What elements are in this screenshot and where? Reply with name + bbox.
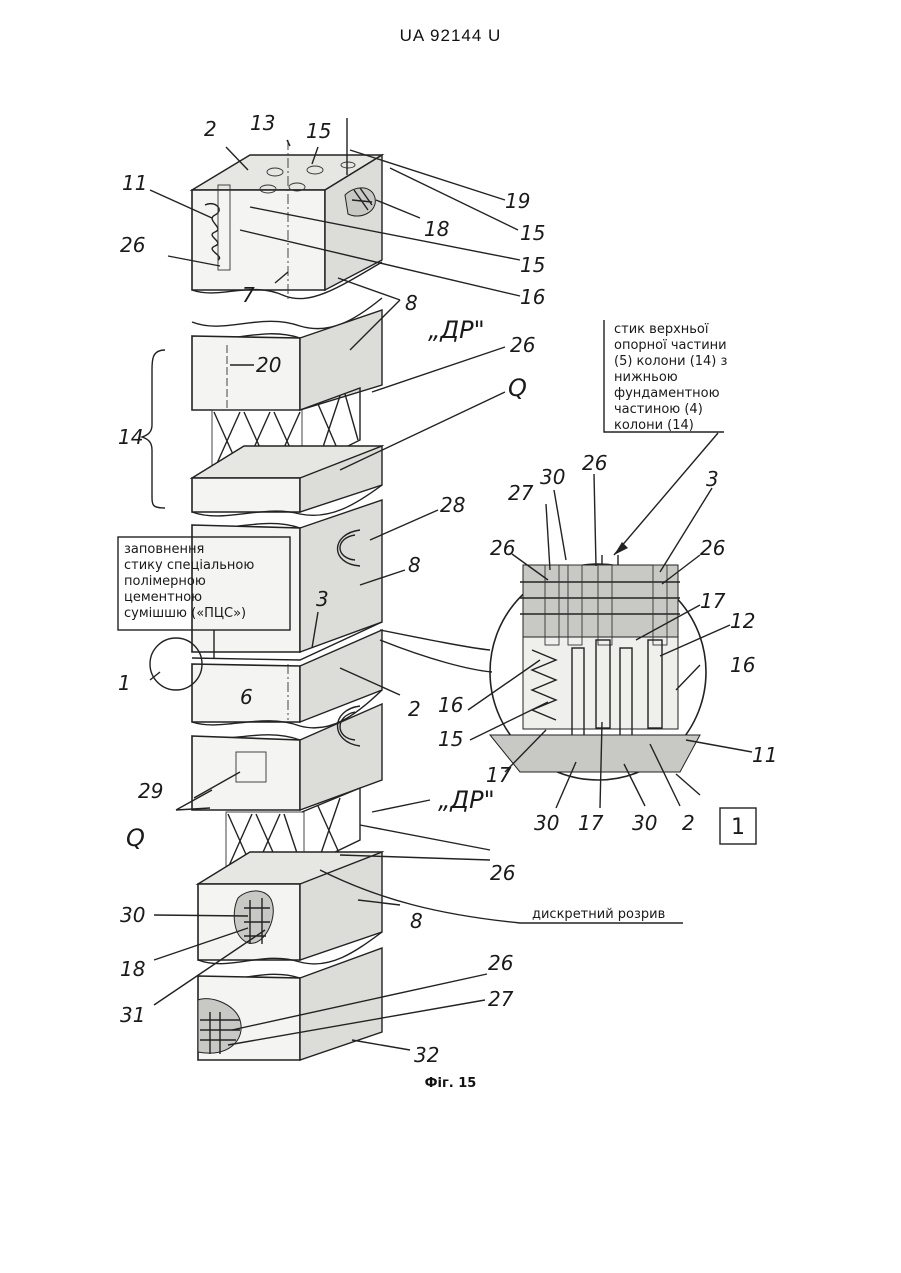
label-14: 14 (118, 425, 143, 449)
label-16: 16 (520, 285, 545, 309)
label-26: 26 (490, 861, 515, 885)
svg-text:цементною: цементною (124, 590, 202, 605)
svg-text:полімерною: полімерною (124, 574, 206, 589)
discrete-gap-label: дискретний розрив (532, 907, 665, 922)
svg-text:опорної частини: опорної частини (614, 338, 727, 353)
label-2: 2 (408, 697, 421, 721)
detail-label-30: 30 (540, 465, 565, 489)
detail-box-label-1: 1 (731, 815, 745, 840)
column-block-with-loop (192, 500, 382, 652)
svg-text:стик верхньої: стик верхньої (614, 322, 709, 337)
label-6: 6 (240, 685, 253, 709)
label-11: 11 (122, 171, 147, 195)
bottom-block (198, 948, 382, 1060)
label-27: 27 (488, 987, 514, 1011)
svg-text:стику спеціальною: стику спеціальною (124, 558, 254, 573)
svg-text:(5) колони (14) з: (5) колони (14) з (614, 354, 728, 369)
joint-note: стик верхньої опорної частини (5) колони… (614, 322, 728, 433)
detail-label-16: 16 (438, 693, 463, 717)
label-3: 3 (316, 587, 329, 611)
detail-label-26: 26 (582, 451, 607, 475)
label-18: 18 (120, 957, 145, 981)
label-1: 1 (118, 671, 131, 695)
figure-caption: Фіг. 15 (0, 1076, 901, 1091)
svg-text:нижньою: нижньою (614, 370, 678, 385)
detail-label-17: 17 (578, 811, 604, 835)
label-26: 26 (510, 333, 535, 357)
label-26: 26 (120, 233, 145, 257)
label-28: 28 (440, 493, 465, 517)
detail-label-15: 15 (438, 727, 463, 751)
svg-text:сумішшю («ПЦС»): сумішшю («ПЦС») (124, 606, 246, 621)
detail-label-30: 30 (632, 811, 657, 835)
bottom-upper-block (198, 852, 382, 964)
svg-text:частиною (4): частиною (4) (614, 402, 703, 417)
label-q: Q (508, 374, 527, 402)
label-32: 32 (414, 1043, 439, 1067)
detail-label-27: 27 (508, 481, 534, 505)
detail-label-12: 12 (730, 609, 755, 633)
detail-label-11: 11 (752, 743, 777, 767)
label-15: 15 (520, 221, 545, 245)
label-18: 18 (424, 217, 449, 241)
svg-text:колони (14): колони (14) (614, 418, 694, 433)
detail-label-26: 26 (490, 536, 515, 560)
label-8: 8 (408, 553, 421, 577)
label-dr: „ДР" (428, 316, 485, 344)
label-15: 15 (520, 253, 545, 277)
label-7: 7 (242, 283, 255, 307)
label-q: Q (126, 824, 145, 852)
label-13: 13 (250, 111, 275, 135)
label-8: 8 (410, 909, 423, 933)
label-29: 29 (138, 779, 163, 803)
detail-label-17: 17 (486, 763, 512, 787)
label-19: 19 (505, 189, 530, 213)
svg-text:фундаментною: фундаментною (614, 386, 720, 401)
top-block (192, 140, 382, 300)
upper-column-block (192, 310, 382, 410)
label-2: 2 (204, 117, 217, 141)
label-30: 30 (120, 903, 145, 927)
detail-label-17: 17 (700, 589, 726, 613)
detail-label-30: 30 (534, 811, 559, 835)
detail-label-26: 26 (700, 536, 725, 560)
label-15: 15 (306, 119, 331, 143)
detail-label-3: 3 (706, 467, 719, 491)
label-dr: „ДР" (438, 786, 495, 814)
label-26: 26 (488, 951, 513, 975)
label-8: 8 (405, 291, 418, 315)
label-31: 31 (120, 1003, 145, 1027)
detail-view-1 (490, 555, 706, 780)
svg-text:заповнення: заповнення (124, 542, 204, 557)
label-20: 20 (256, 353, 281, 377)
detail-label-2: 2 (682, 811, 695, 835)
detail-label-16: 16 (730, 653, 755, 677)
